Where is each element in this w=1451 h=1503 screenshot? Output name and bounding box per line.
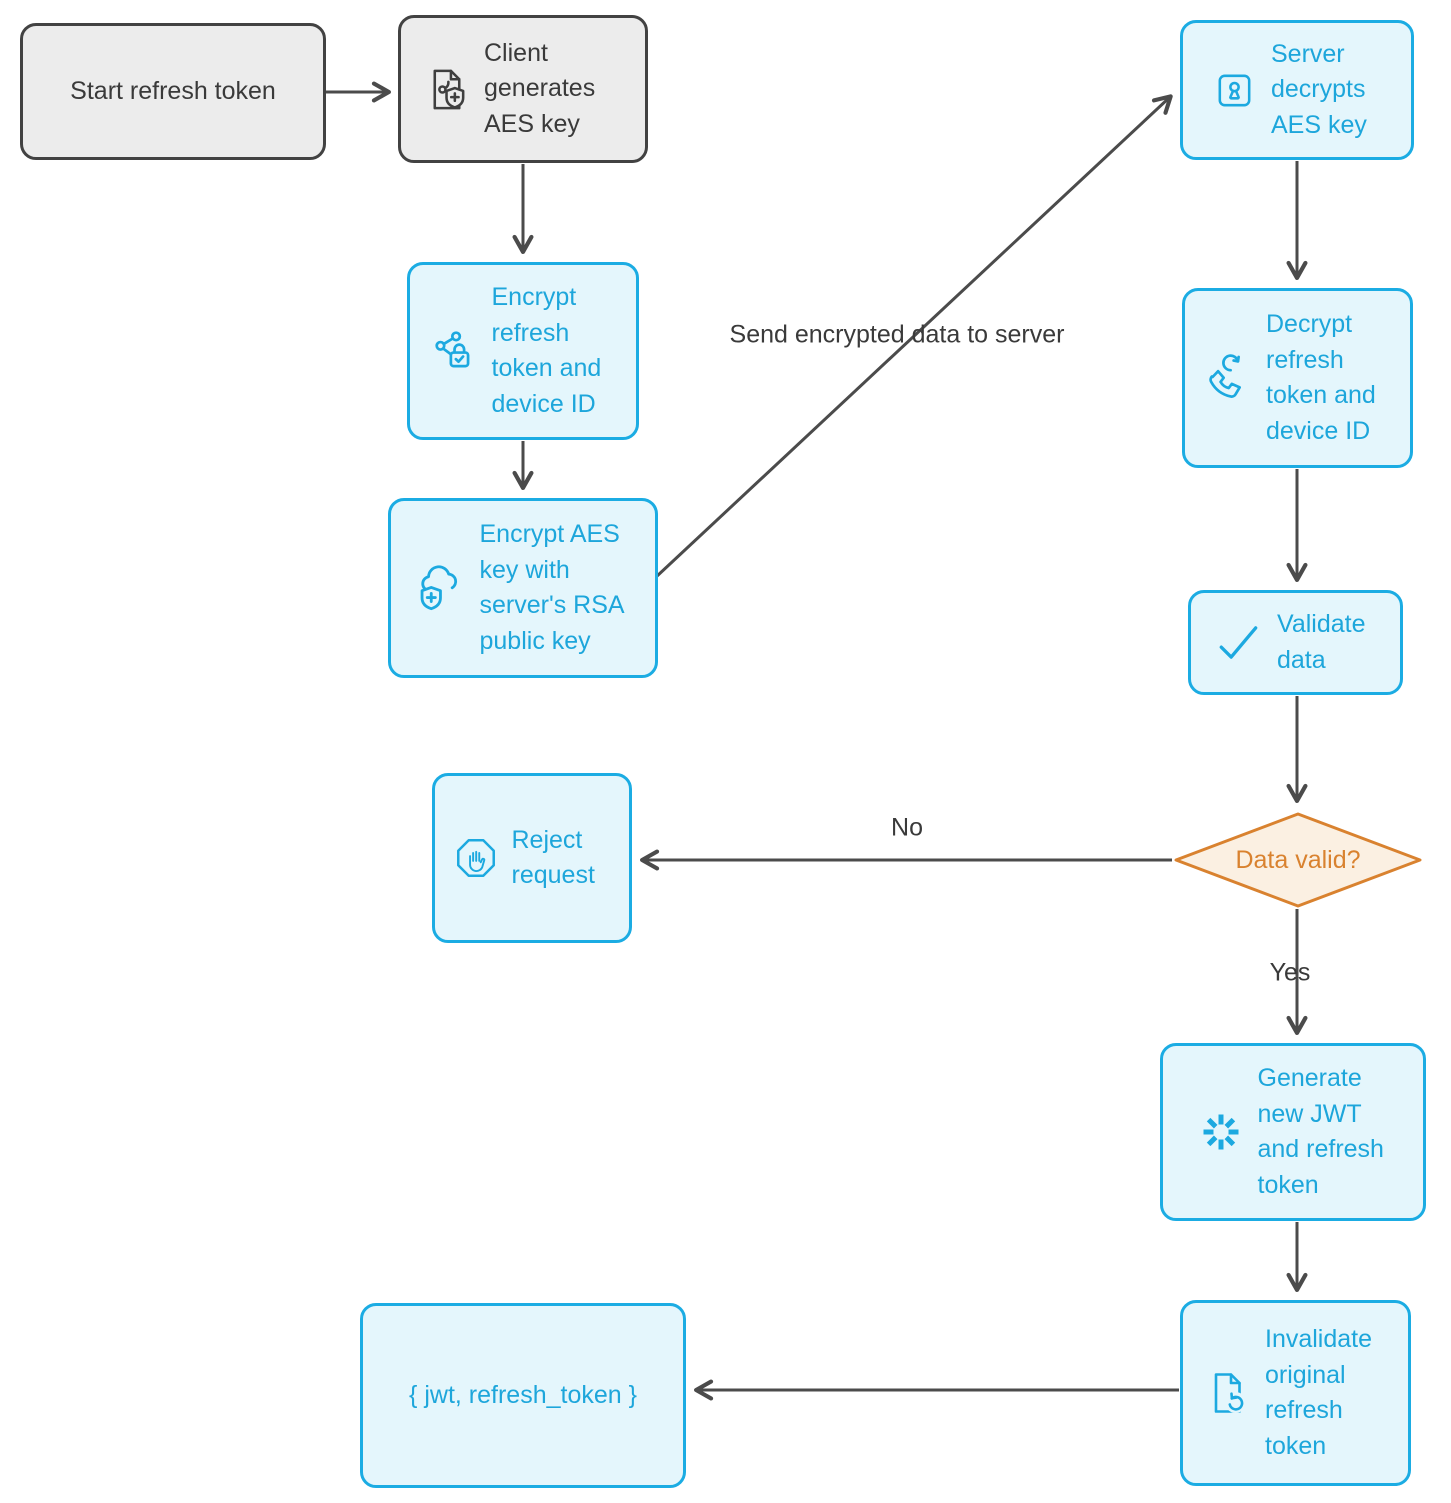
node-label: Reject request: [511, 825, 595, 890]
node-server-decrypts-aes-key: Server decrypts AES key: [1180, 20, 1414, 160]
share-lock-icon: [429, 326, 479, 376]
node-label: Decrypt refresh token and device ID: [1266, 310, 1376, 445]
node-start-refresh-token: Start refresh token: [20, 23, 326, 160]
file-refresh-icon: [1204, 1369, 1252, 1417]
keyhole-icon: [1211, 67, 1258, 114]
phone-refresh-icon: [1203, 353, 1253, 403]
node-generate-new-jwt: Generate new JWT and refresh token: [1160, 1043, 1426, 1221]
cloud-shield-icon: [415, 562, 467, 614]
snowflake-icon: [1197, 1108, 1245, 1156]
edge-label-no: No: [891, 813, 923, 842]
file-key-shield-icon: [424, 66, 471, 113]
node-encrypt-refresh-token: Encrypt refresh token and device ID: [407, 262, 639, 440]
edge-label-yes: Yes: [1269, 958, 1311, 987]
node-invalidate-original-token: Invalidate original refresh token: [1180, 1300, 1411, 1486]
node-decrypt-refresh-token: Decrypt refresh token and device ID: [1182, 288, 1413, 468]
stop-hand-icon: [453, 835, 499, 881]
node-label: Client generates AES key: [484, 38, 596, 138]
node-label: { jwt, refresh_token }: [409, 1380, 637, 1409]
node-client-generates-aes-key: Client generates AES key: [398, 15, 648, 163]
node-jwt-output: { jwt, refresh_token }: [360, 1303, 686, 1488]
node-label: Encrypt AES key with server's RSA public…: [479, 520, 624, 655]
node-encrypt-aes-key: Encrypt AES key with server's RSA public…: [388, 498, 658, 678]
check-icon: [1214, 618, 1264, 668]
node-label: Server decrypts AES key: [1271, 39, 1367, 139]
node-reject-request: Reject request: [432, 773, 632, 943]
node-label: Data valid?: [1235, 845, 1361, 874]
node-label: Start refresh token: [70, 76, 276, 105]
node-label: Encrypt refresh token and device ID: [491, 283, 602, 418]
node-label: Validate data: [1277, 610, 1366, 674]
node-label: Invalidate original refresh token: [1265, 1325, 1373, 1460]
node-label: Generate new JWT and refresh token: [1257, 1064, 1384, 1199]
edge-label-send-encrypted-data: Send encrypted data to server: [729, 320, 1065, 349]
node-data-valid-decision: Data valid?: [1173, 811, 1423, 909]
node-validate-data: Validate data: [1188, 590, 1403, 695]
diamond-shape: [1174, 812, 1422, 908]
